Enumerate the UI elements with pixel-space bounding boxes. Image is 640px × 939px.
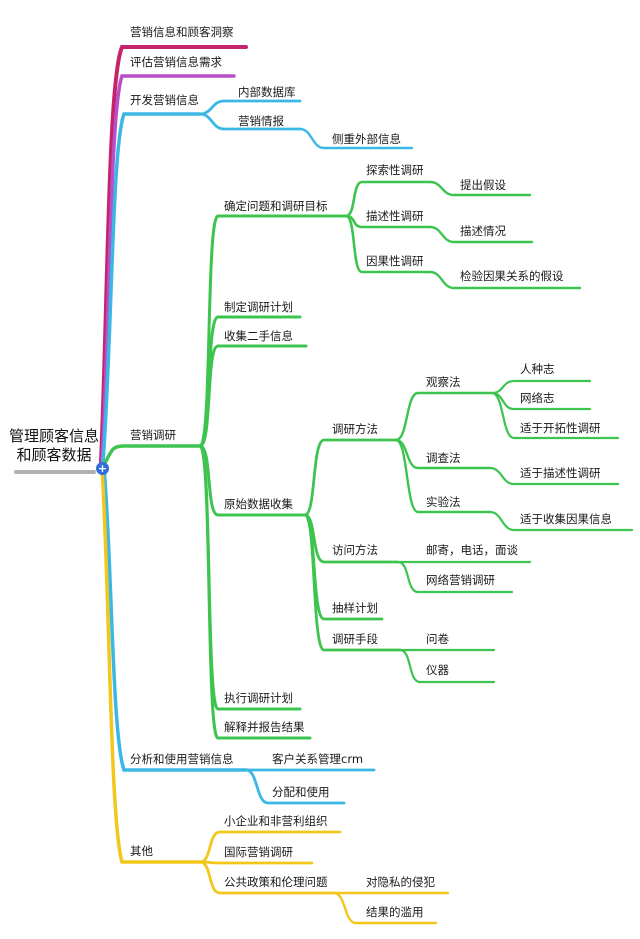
branch-line-analyze <box>102 466 248 772</box>
node-privacy[interactable]: 对隐私的侵犯 <box>366 875 435 889</box>
branch-line-approach <box>303 438 398 517</box>
branch-line-survey-fit <box>488 466 620 486</box>
expand-plus-icon[interactable]: + <box>96 462 109 475</box>
node-sampling[interactable]: 抽样计划 <box>332 601 378 615</box>
branch-line-insight <box>99 45 248 464</box>
branch-line-causal <box>344 214 432 274</box>
node-survey[interactable]: 调查法 <box>426 451 461 465</box>
root-topic[interactable]: 管理顾客信息 和顾客数据 <box>2 427 106 465</box>
node-hypothesis[interactable]: 提出假设 <box>460 178 506 192</box>
node-develop[interactable]: 开发营销信息 <box>130 93 199 107</box>
node-define[interactable]: 确定问题和调研目标 <box>224 199 328 213</box>
node-netnography[interactable]: 网络志 <box>520 391 555 405</box>
node-mail-phone[interactable]: 邮寄，电话，面谈 <box>426 543 518 557</box>
node-observation[interactable]: 观察法 <box>426 375 461 389</box>
branch-line-exp-fit <box>488 510 634 532</box>
node-insight[interactable]: 营销信息和顾客洞察 <box>130 25 234 39</box>
node-secondary[interactable]: 收集二手信息 <box>224 329 293 343</box>
node-survey-fit[interactable]: 适于描述性调研 <box>520 466 601 480</box>
node-internal-db[interactable]: 内部数据库 <box>238 85 296 99</box>
node-misuse[interactable]: 结果的滥用 <box>366 905 424 919</box>
branch-line-external <box>298 127 414 150</box>
node-online[interactable]: 网络营销调研 <box>426 573 495 587</box>
node-approach[interactable]: 调研方法 <box>332 422 378 436</box>
node-distribute[interactable]: 分配和使用 <box>272 785 330 799</box>
node-contact[interactable]: 访问方法 <box>332 543 378 557</box>
branch-line-research <box>102 444 202 467</box>
branch-line-hypothesis <box>428 180 532 197</box>
branch-line-instruments <box>303 513 402 652</box>
branch-line-describe <box>428 225 534 244</box>
branch-line-online <box>396 560 514 594</box>
node-questionnaire[interactable]: 问卷 <box>426 632 449 646</box>
branch-line-develop <box>101 112 202 464</box>
branch-line-test-causal <box>428 270 582 290</box>
node-experiment[interactable]: 实验法 <box>426 495 461 509</box>
branch-line-intl <box>198 860 314 865</box>
branch-line-misuse <box>332 891 438 925</box>
branch-line-public <box>198 860 336 895</box>
node-plan[interactable]: 制定调研计划 <box>224 300 293 314</box>
node-obs-fit[interactable]: 适于开拓性调研 <box>520 421 601 435</box>
node-descriptive[interactable]: 描述性调研 <box>366 209 424 223</box>
root-topic-line1: 管理顾客信息 <box>8 427 99 445</box>
branch-line-internal-db <box>198 99 302 116</box>
node-test-causal[interactable]: 检验因果关系的假设 <box>460 269 564 283</box>
node-describe[interactable]: 描述情况 <box>460 224 506 238</box>
branch-line-other <box>100 466 202 864</box>
root-underline <box>14 470 96 474</box>
node-intl[interactable]: 国际营销调研 <box>224 845 293 859</box>
branch-line-observation <box>394 391 494 442</box>
branch-line-intel <box>198 112 302 131</box>
branch-line-distribute <box>244 768 346 805</box>
node-research[interactable]: 营销调研 <box>130 428 176 442</box>
branch-line-interpret <box>198 444 312 740</box>
node-public[interactable]: 公共政策和伦理问题 <box>224 875 328 889</box>
branch-line-secondary <box>198 344 308 448</box>
node-interpret[interactable]: 解释并报告结果 <box>224 720 305 734</box>
node-assess[interactable]: 评估营销信息需求 <box>130 55 222 69</box>
node-instruments[interactable]: 调研手段 <box>332 632 378 646</box>
node-exploratory[interactable]: 探索性调研 <box>366 163 424 177</box>
branch-line-exploratory <box>344 180 432 218</box>
branch-line-experiment <box>394 438 492 514</box>
node-devices[interactable]: 仪器 <box>426 663 449 677</box>
node-crm[interactable]: 客户关系管理crm <box>272 752 364 766</box>
node-primary[interactable]: 原始数据收集 <box>224 497 293 511</box>
node-other[interactable]: 其他 <box>130 844 153 858</box>
branch-line-assess <box>100 74 236 464</box>
node-small[interactable]: 小企业和非营利组织 <box>224 814 328 828</box>
node-exp-fit[interactable]: 适于收集因果信息 <box>520 512 612 526</box>
node-causal[interactable]: 因果性调研 <box>366 254 424 268</box>
node-external[interactable]: 侧重外部信息 <box>332 132 401 146</box>
branch-line-primary <box>198 444 307 517</box>
branch-line-implement <box>198 444 302 711</box>
root-topic-line2: 和顾客数据 <box>16 446 92 464</box>
node-implement[interactable]: 执行调研计划 <box>224 691 293 705</box>
branch-line-devices <box>398 648 496 684</box>
branch-line-obs-fit <box>490 391 620 440</box>
node-ethnography[interactable]: 人种志 <box>520 362 555 376</box>
node-analyze[interactable]: 分析和使用营销信息 <box>130 752 234 766</box>
node-intel[interactable]: 营销情报 <box>238 114 284 128</box>
